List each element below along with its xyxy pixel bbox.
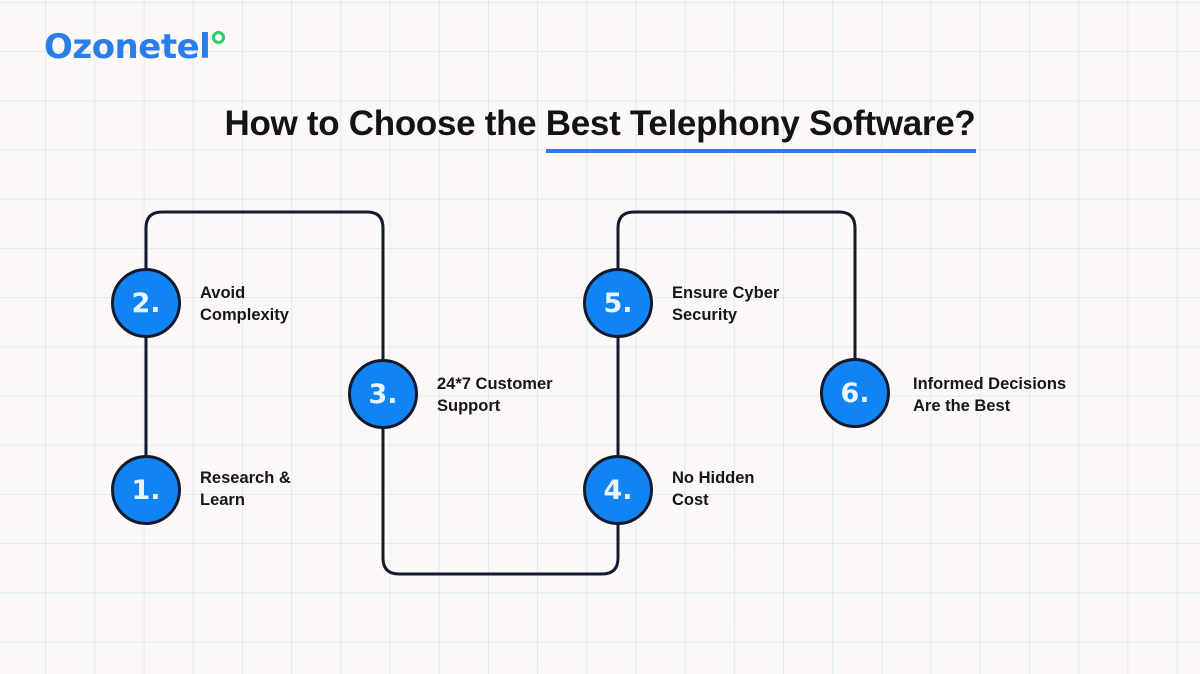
page-title: How to Choose the Best Telephony Softwar… <box>224 104 976 153</box>
connector-5-to-6 <box>616 210 857 360</box>
step-circle-6[interactable]: 6. <box>820 358 890 428</box>
step-circle-5[interactable]: 5. <box>583 268 653 338</box>
step-circle-3[interactable]: 3. <box>348 359 418 429</box>
page-title-underlined: Best Telephony Software? <box>545 104 976 153</box>
step-circle-4[interactable]: 4. <box>583 455 653 525</box>
step-circle-2[interactable]: 2. <box>111 268 181 338</box>
brand-logo: Ozonetel <box>44 27 226 67</box>
connector-2-to-3 <box>144 210 385 361</box>
circle-outline-icon <box>212 31 226 44</box>
step-label-1: Research & Learn <box>200 469 291 509</box>
step-label-2: Avoid Complexity <box>200 284 289 324</box>
step-label-5: Ensure Cyber Security <box>672 284 780 324</box>
brand-name: Ozonetel <box>44 27 211 67</box>
step-label-4: No Hidden Cost <box>672 469 755 509</box>
connector-3-to-4 <box>381 427 620 576</box>
step-circle-1[interactable]: 1. <box>111 455 181 525</box>
step-label-3: 24*7 Customer Support <box>437 375 553 415</box>
step-label-6: Informed Decisions Are the Best <box>913 375 1067 415</box>
page-title-plain: How to Choose the <box>224 104 546 143</box>
page-title-wrap: How to Choose the Best Telephony Softwar… <box>0 104 1200 153</box>
